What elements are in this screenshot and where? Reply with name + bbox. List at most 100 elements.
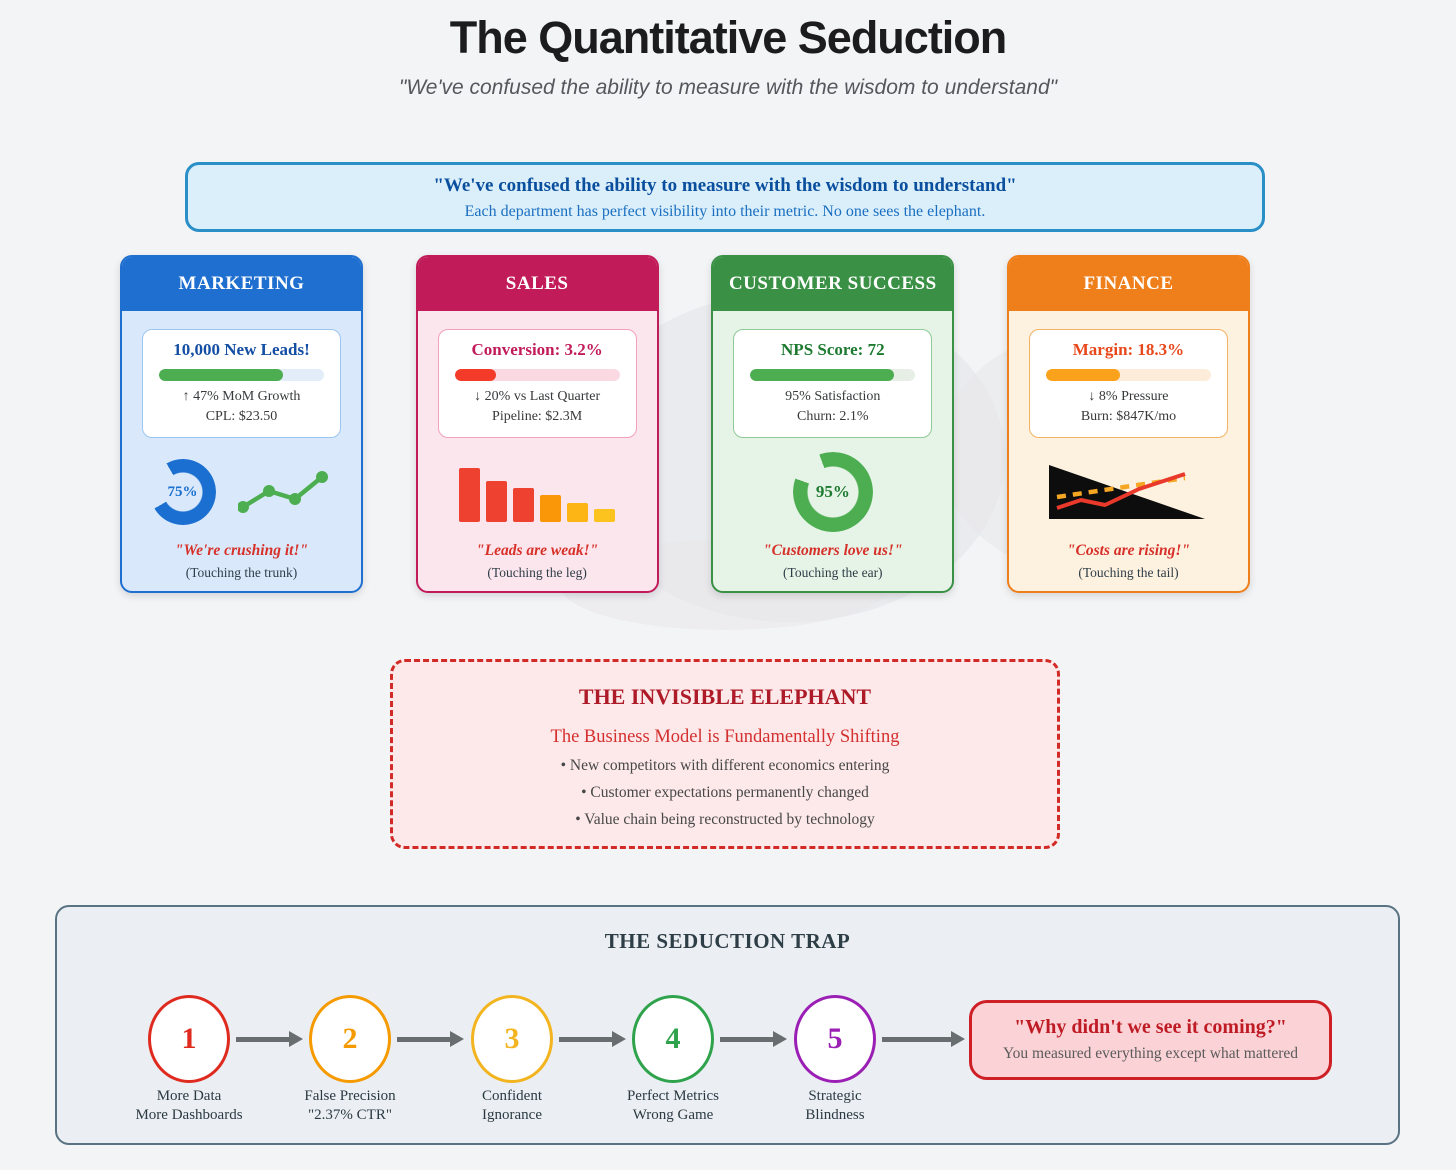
line-dot	[315, 471, 328, 483]
trap-step-circle-1: 1	[148, 995, 230, 1083]
line-dot	[237, 501, 249, 513]
marketing-stat-2: CPL: $23.50	[205, 409, 278, 424]
sales-blind-note: (Touching the leg)	[487, 565, 587, 580]
sales-progress-track	[454, 369, 620, 381]
card-finance-header: FINANCE	[1008, 257, 1248, 311]
sales-bar	[486, 481, 508, 522]
page-subtitle: "We've confused the ability to measure w…	[398, 76, 1058, 99]
cs-progress-fill	[750, 369, 894, 381]
finance-charts	[1009, 446, 1248, 538]
trap-result-box: "Why didn't we see it coming?" You measu…	[969, 1000, 1332, 1080]
finance-stat-2: Burn: $847K/mo	[1080, 409, 1177, 424]
card-sales: SALES Conversion: 3.2% ↓ 20% vs Last Qua…	[415, 255, 659, 593]
sales-progress-fill	[454, 369, 496, 381]
elephant-bullet-2: • Customer expectations permanently chan…	[581, 784, 869, 801]
marketing-quote: "We're crushing it!"	[174, 542, 309, 559]
finance-metric-box: Margin: 18.3% ↓ 8% Pressure Burn: $847K/…	[1028, 329, 1228, 438]
elephant-bullet-3: • Value chain being reconstructed by tec…	[575, 811, 875, 828]
trap-step-label-3: Confident Ignorance	[482, 1088, 542, 1123]
finance-wedge-chart	[1049, 465, 1206, 519]
finance-metric-title: Margin: 18.3%	[1072, 340, 1185, 359]
sales-bar	[459, 468, 481, 522]
trap-step-number-5: 5	[827, 1022, 843, 1055]
arrow-right-icon	[397, 1031, 464, 1047]
line-dot	[288, 493, 301, 505]
sales-bar	[513, 488, 535, 522]
cs-metric-title: NPS Score: 72	[781, 340, 885, 359]
trap-title: THE SEDUCTION TRAP	[604, 929, 851, 953]
marketing-metric-box: 10,000 New Leads! ↑ 47% MoM Growth CPL: …	[142, 329, 341, 438]
cs-donut-label: 95%	[815, 482, 850, 501]
marketing-charts: 75%	[122, 446, 361, 538]
callout-subtitle: Each department has perfect visibility i…	[464, 203, 986, 220]
card-marketing: MARKETING 10,000 New Leads! ↑ 47% MoM Gr…	[120, 255, 363, 593]
finance-blind-note: (Touching the tail)	[1078, 565, 1179, 580]
finance-declining-wedge	[1049, 465, 1206, 519]
sales-bar	[540, 495, 562, 522]
finance-budget-dashed-line	[1057, 475, 1186, 500]
department-cards-row: MARKETING 10,000 New Leads! ↑ 47% MoM Gr…	[120, 255, 1250, 595]
cs-blind-note: (Touching the ear)	[783, 565, 883, 580]
finance-quote: "Costs are rising!"	[1066, 542, 1191, 559]
card-customer-success-header: CUSTOMER SUCCESS	[713, 257, 953, 311]
card-customer-success: CUSTOMER SUCCESS NPS Score: 72 95% Satis…	[711, 255, 955, 593]
quote-callout: "We've confused the ability to measure w…	[185, 162, 1265, 232]
sales-stat-2: Pipeline: $2.3M	[492, 409, 583, 424]
trap-step-circle-4: 4	[632, 995, 714, 1083]
elephant-bullet-1: • New competitors with different economi…	[560, 757, 890, 774]
seduction-trap-box: THE SEDUCTION TRAP 1 2 3 4 5 More Data M…	[55, 905, 1400, 1145]
marketing-blind-note: (Touching the trunk)	[185, 565, 298, 580]
finance-stat-1: ↓ 8% Pressure	[1088, 389, 1169, 404]
card-marketing-header: MARKETING	[122, 257, 361, 311]
trap-step-label-4: Perfect Metrics Wrong Game	[626, 1088, 720, 1123]
cs-stat-1: 95% Satisfaction	[785, 389, 881, 404]
trap-step-number-3: 3	[504, 1022, 520, 1055]
marketing-progress-track	[159, 369, 324, 381]
trap-result-subtitle: You measured everything except what matt…	[1003, 1045, 1298, 1062]
trap-step-label-5: Strategic Blindness	[805, 1088, 865, 1123]
trap-step-circle-5: 5	[794, 995, 876, 1083]
trap-step-number-1: 1	[181, 1022, 197, 1055]
trap-step-label-1: More Data More Dashboards	[135, 1088, 243, 1123]
elephant-subtitle: The Business Model is Fundamentally Shif…	[550, 727, 900, 747]
sales-bar-chart	[459, 462, 616, 522]
callout-title: "We've confused the ability to measure w…	[433, 175, 1017, 196]
marketing-stat-1: ↑ 47% MoM Growth	[182, 389, 301, 404]
sales-bar	[567, 503, 589, 522]
cs-stat-2: Churn: 2.1%	[797, 409, 869, 424]
cs-donut-chart: 95%	[793, 452, 873, 532]
finance-progress-track	[1045, 369, 1211, 381]
marketing-donut-chart: 75%	[150, 459, 216, 525]
arrow-right-icon	[720, 1031, 787, 1047]
sales-metric-box: Conversion: 3.2% ↓ 20% vs Last Quarter P…	[437, 329, 637, 438]
arrow-right-icon	[882, 1031, 965, 1047]
trap-result-title: "Why didn't we see it coming?"	[1014, 1016, 1287, 1038]
finance-cost-line	[1056, 472, 1187, 510]
marketing-line-series	[240, 474, 324, 510]
marketing-donut-label: 75%	[167, 483, 198, 500]
marketing-line-dots	[237, 471, 328, 513]
cs-charts: 95%	[713, 446, 952, 538]
arrow-right-icon	[559, 1031, 626, 1047]
line-dot	[262, 485, 275, 497]
sales-metric-title: Conversion: 3.2%	[471, 340, 603, 359]
sales-charts	[418, 446, 657, 538]
card-sales-header: SALES	[417, 257, 657, 311]
sales-bar	[594, 509, 616, 522]
finance-progress-fill	[1045, 369, 1121, 381]
trap-step-circle-3: 3	[471, 995, 553, 1083]
marketing-line-chart	[237, 471, 328, 513]
sales-quote: "Leads are weak!"	[476, 542, 599, 559]
cs-progress-track	[750, 369, 916, 381]
sales-stat-1: ↓ 20% vs Last Quarter	[474, 389, 601, 404]
arrow-right-icon	[236, 1031, 303, 1047]
trap-step-number-4: 4	[665, 1022, 681, 1055]
marketing-metric-title: 10,000 New Leads!	[173, 340, 310, 359]
trap-step-circle-2: 2	[309, 995, 391, 1083]
elephant-title: THE INVISIBLE ELEPHANT	[578, 684, 872, 709]
trap-step-number-2: 2	[342, 1022, 358, 1055]
trap-step-label-2: False Precision "2.37% CTR"	[304, 1088, 396, 1123]
page-title: The Quantitative Seduction	[449, 12, 1008, 63]
marketing-progress-fill	[159, 369, 283, 381]
